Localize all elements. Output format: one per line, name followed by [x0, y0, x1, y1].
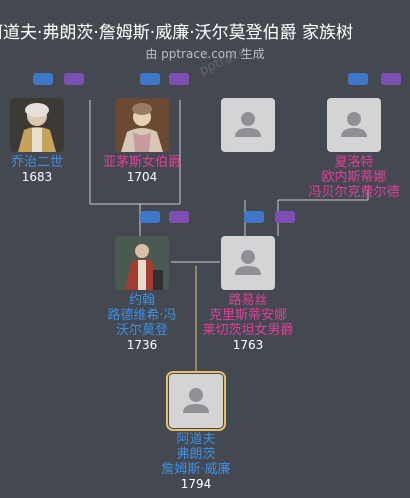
pill-purple-3[interactable]	[381, 73, 401, 85]
pill-purple-2[interactable]	[169, 73, 189, 85]
portrait-amalie	[115, 98, 169, 152]
person-johann-name: 约翰 路德维希·冯 沃尔莫登	[107, 293, 177, 338]
page-title: 阿道夫·弗朗茨·詹姆斯·威廉·沃尔莫登伯爵 家族树	[0, 23, 354, 43]
portrait-johann-image	[115, 236, 169, 290]
person-adolf-year: 1794	[180, 477, 212, 491]
person-adolf-name: 阿道夫 弗朗茨 詹姆斯·威廉	[161, 432, 231, 477]
pill-blue-4[interactable]	[140, 211, 160, 223]
pill-blue-3[interactable]	[348, 73, 368, 85]
person-louise[interactable]: 路易丝 克里斯蒂安娜 莱切茨坦女男爵 1763	[188, 236, 308, 353]
portrait-george	[10, 98, 64, 152]
person-amalie-year: 1704	[126, 170, 158, 184]
pill-purple-4[interactable]	[169, 211, 189, 223]
placeholder-charlotte	[327, 98, 381, 152]
pill-purple-5[interactable]	[275, 211, 295, 223]
person-charlotte-name: 夏洛特 欧内斯蒂娜 冯贝尔克费尔德	[308, 155, 400, 200]
person-johann-year: 1736	[126, 338, 158, 352]
portrait-johann	[115, 236, 169, 290]
pill-blue-1[interactable]	[33, 73, 53, 85]
person-johann[interactable]: 约翰 路德维希·冯 沃尔莫登 1736	[82, 236, 202, 353]
person-placeholder-icon	[235, 250, 261, 275]
portrait-amalie-image	[115, 98, 169, 152]
person-george-year: 1683	[21, 170, 53, 184]
placeholder-louise	[221, 236, 275, 290]
pill-purple-1[interactable]	[64, 73, 84, 85]
pill-blue-2[interactable]	[140, 73, 160, 85]
person-george-name: 乔治二世	[10, 155, 63, 170]
person-louise-year: 1763	[232, 338, 264, 352]
placeholder-unknown	[221, 98, 275, 152]
person-amalie[interactable]: 亚茅斯女伯爵 1704	[82, 98, 202, 185]
person-amalie-name: 亚茅斯女伯爵	[102, 155, 181, 170]
generator-credit: 由 pptrace.com 生成	[145, 47, 265, 61]
person-placeholder-icon	[341, 112, 367, 137]
person-charlotte[interactable]: 夏洛特 欧内斯蒂娜 冯贝尔克费尔德	[294, 98, 410, 200]
placeholder-adolf	[166, 371, 226, 431]
person-placeholder-icon	[235, 112, 261, 137]
person-placeholder-icon	[183, 388, 209, 413]
portrait-george-image	[10, 98, 64, 152]
pill-blue-5[interactable]	[244, 211, 264, 223]
person-george[interactable]: 乔治二世 1683	[0, 98, 97, 185]
person-unknown[interactable]	[188, 98, 308, 152]
person-adolf[interactable]: 阿道夫 弗朗茨 詹姆斯·威廉 1794	[136, 371, 256, 492]
person-louise-name: 路易丝 克里斯蒂安娜 莱切茨坦女男爵	[202, 293, 294, 338]
